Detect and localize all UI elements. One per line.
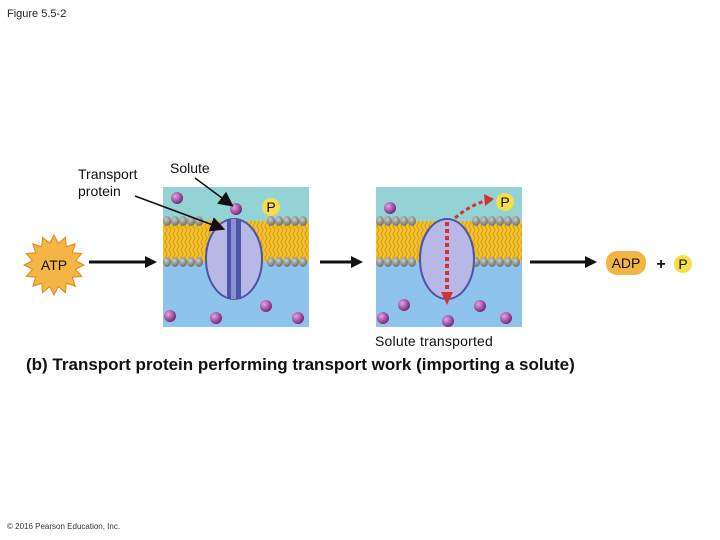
lipid-head: [392, 257, 400, 267]
solute-molecule: [292, 312, 304, 324]
process-arrows: [89, 256, 597, 268]
plus-sign: +: [656, 256, 665, 273]
lipid-head: [504, 216, 512, 226]
lipid-head: [488, 216, 496, 226]
phosphate-released: P: [496, 193, 514, 211]
lipid-heads-outer: [376, 216, 520, 226]
lipid-head: [291, 216, 299, 226]
lipid-head: [376, 216, 384, 226]
lipid-head: [187, 216, 195, 226]
lipid-head: [512, 216, 520, 226]
solute-molecule: [164, 310, 176, 322]
lipid-head: [384, 257, 392, 267]
membrane-panel-before: P: [163, 187, 309, 327]
lipid-head: [267, 257, 275, 267]
lipid-head: [400, 257, 408, 267]
solute-molecule: [260, 300, 272, 312]
membrane-panel-after: P: [376, 187, 522, 327]
phosphate-label: P: [500, 194, 509, 210]
adp-label: ADP: [612, 255, 641, 271]
solute-molecule: [500, 312, 512, 324]
lipid-head: [267, 216, 275, 226]
solute-molecule: [377, 312, 389, 324]
lipid-head: [283, 216, 291, 226]
solute-pointer: [194, 177, 234, 207]
lipid-head: [480, 216, 488, 226]
lipid-head: [392, 216, 400, 226]
lipid-head: [195, 257, 203, 267]
solute-label: Solute: [170, 160, 210, 176]
atp-label: ATP: [41, 257, 67, 273]
solute-molecule: [398, 299, 410, 311]
lipid-head: [488, 257, 496, 267]
lipid-head: [283, 257, 291, 267]
lipid-head: [171, 216, 179, 226]
figure-caption: (b) Transport protein performing transpo…: [26, 355, 575, 374]
lipid-heads-inner: [163, 257, 307, 267]
solute-transported-label: Solute transported: [375, 333, 494, 349]
lipid-head: [496, 257, 504, 267]
lipid-head: [187, 257, 195, 267]
lipid-head: [408, 216, 416, 226]
lipid-head: [384, 216, 392, 226]
figure-label: Figure 5.5-2: [7, 8, 67, 20]
solute-molecule: [171, 192, 183, 204]
phosphate-label: P: [678, 256, 687, 272]
lipid-head: [480, 257, 488, 267]
lipid-head: [179, 216, 187, 226]
lipid-heads-inner: [376, 257, 520, 267]
lipid-head: [163, 216, 171, 226]
phosphate-release-arrow: [454, 198, 489, 220]
atp-star: ATP: [22, 233, 86, 297]
lipid-head: [376, 257, 384, 267]
solute-molecule: [474, 300, 486, 312]
solute-molecule: [210, 312, 222, 324]
phosphate-label: P: [266, 199, 275, 215]
lipid-head: [472, 216, 480, 226]
phosphate-bound: P: [262, 198, 280, 216]
transport-protein-pointer: [134, 195, 226, 232]
lipid-head: [171, 257, 179, 267]
phosphate-product: [674, 255, 692, 273]
lipid-head: [275, 216, 283, 226]
lipid-head: [179, 257, 187, 267]
lipid-head: [299, 216, 307, 226]
adp-product: ADP + P: [606, 251, 692, 275]
lipid-head: [275, 257, 283, 267]
copyright-notice: © 2016 Pearson Education, Inc.: [7, 522, 121, 531]
lipid-head: [512, 257, 520, 267]
lipid-head: [496, 216, 504, 226]
adp-badge: [606, 251, 646, 275]
lipid-head: [408, 257, 416, 267]
lipid-head: [291, 257, 299, 267]
transport-protein-label: Transport protein: [78, 166, 138, 199]
lipid-head: [400, 216, 408, 226]
lipid-head: [504, 257, 512, 267]
solute-molecule-transported: [442, 315, 454, 327]
solute-molecule: [384, 202, 396, 214]
lipid-head: [163, 257, 171, 267]
lipid-head: [299, 257, 307, 267]
solute-molecule: [230, 203, 242, 215]
